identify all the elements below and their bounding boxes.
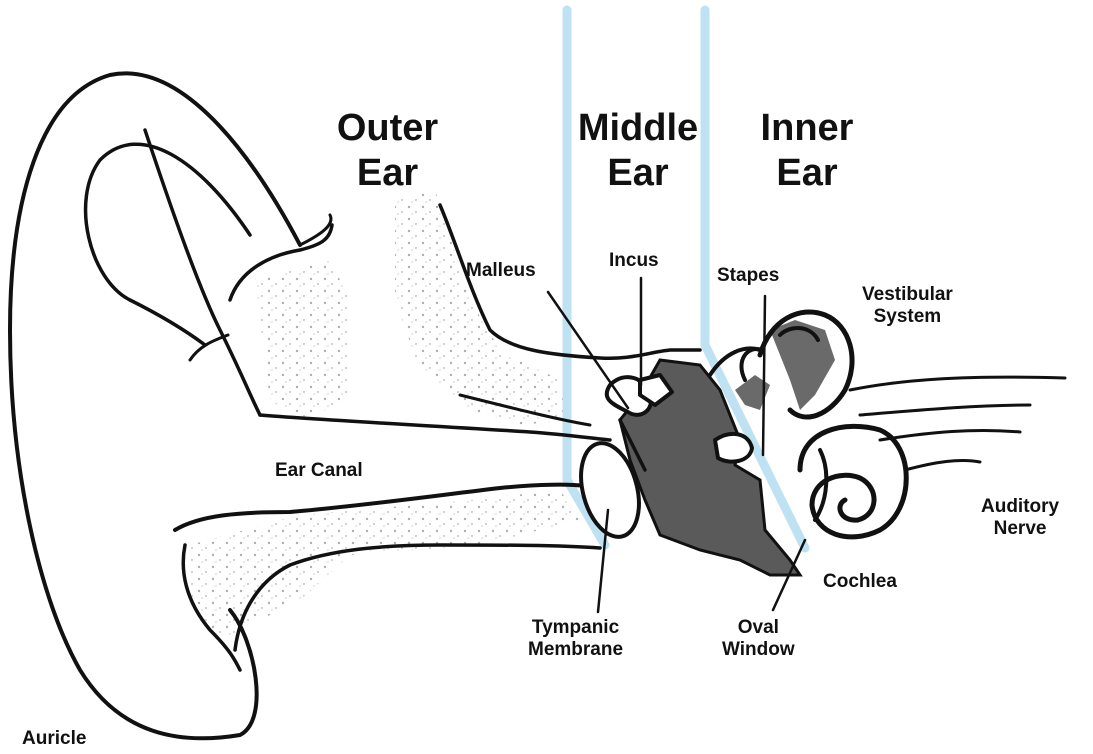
inner-ear-title: Inner Ear [748, 106, 866, 196]
outer-ear-line1: Outer [325, 106, 450, 151]
malleus-label: Malleus [466, 260, 536, 282]
oval-window-label: Oval Window [722, 617, 795, 662]
tympanic-membrane-label: Tympanic Membrane [528, 617, 623, 662]
tympanic-line2: Membrane [528, 639, 623, 661]
outer-ear-line2: Ear [325, 151, 450, 196]
ear-canal-label: Ear Canal [275, 460, 363, 482]
auricle-label: Auricle [22, 728, 86, 750]
stapes-leader [763, 296, 765, 455]
inner-ear-line2: Ear [748, 151, 866, 196]
cochlea-label: Cochlea [823, 571, 897, 593]
auditory-line1: Auditory [981, 496, 1059, 518]
outer-ear-title: Outer Ear [325, 106, 450, 196]
vestibular-line2: System [862, 306, 953, 328]
middle-ear-line1: Middle [572, 106, 704, 151]
oval-line1: Oval [722, 617, 795, 639]
vestibular-system-label: Vestibular System [862, 284, 953, 329]
vestibular-line1: Vestibular [862, 284, 953, 306]
auditory-line2: Nerve [981, 518, 1059, 540]
auditory-nerve-label: Auditory Nerve [981, 496, 1059, 541]
tympanic-line1: Tympanic [528, 617, 623, 639]
inner-ear-line1: Inner [748, 106, 866, 151]
stipple-shading [190, 190, 580, 640]
incus-label: Incus [609, 250, 659, 272]
middle-ear-line2: Ear [572, 151, 704, 196]
middle-ear-title: Middle Ear [572, 106, 704, 196]
stapes-label: Stapes [717, 265, 779, 287]
oval-line2: Window [722, 639, 795, 661]
